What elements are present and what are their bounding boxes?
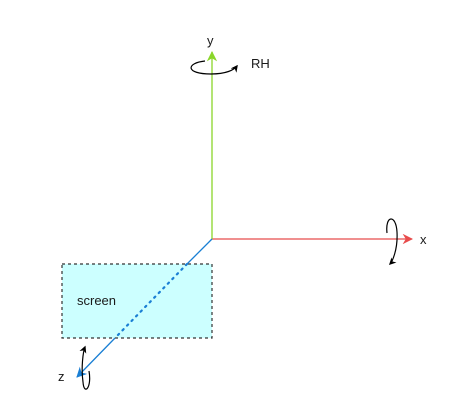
y-rotation-arrow (190, 60, 238, 75)
x-rotation-arrow (386, 218, 398, 266)
handedness-label: RH (251, 56, 270, 71)
z-axis-segment-upper (186, 238, 213, 265)
screen-label: screen (77, 293, 116, 308)
z-axis-segment-hidden (113, 262, 189, 340)
z-axis-label: z (58, 369, 65, 384)
z-axis-segment-lower (76, 337, 116, 378)
x-axis-label: x (420, 232, 427, 247)
z-rotation-arrow (79, 345, 91, 390)
screen-rect (61, 263, 213, 339)
y-axis-label: y (207, 33, 214, 48)
